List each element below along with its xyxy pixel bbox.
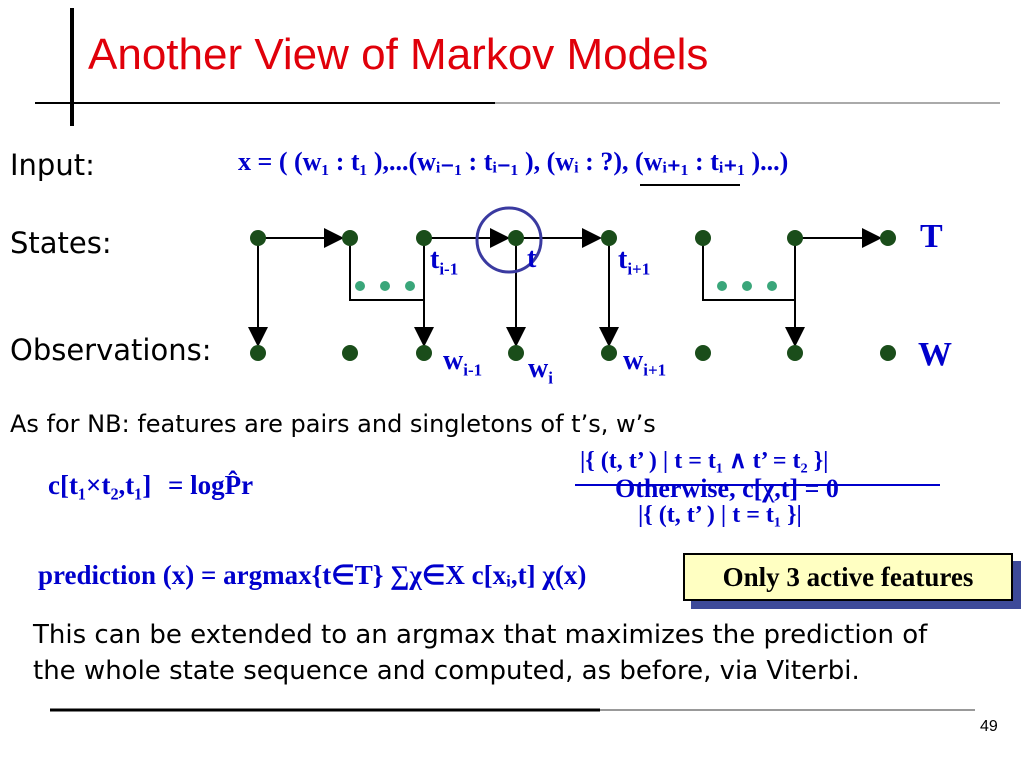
obs-node xyxy=(342,345,358,361)
state-node xyxy=(508,230,524,246)
state-label-t-im1: ti-1 xyxy=(430,244,459,279)
obs-node xyxy=(250,345,266,361)
obs-node xyxy=(601,345,617,361)
observations-label: Observations: xyxy=(10,333,212,367)
active-features-note: Only 3 active features xyxy=(683,553,1013,601)
state-label-t-ip1: ti+1 xyxy=(618,244,651,279)
state-node xyxy=(787,230,803,246)
obs-node xyxy=(880,345,896,361)
ellipsis-dot xyxy=(742,281,752,291)
state-label-T: T xyxy=(920,218,943,255)
current-state-highlight xyxy=(475,206,543,274)
nb-features-text: As for NB: features are pairs and single… xyxy=(10,410,656,438)
conclusion-text: This can be extended to an argmax that m… xyxy=(33,617,927,689)
conclusion-line-2: the whole state sequence and computed, a… xyxy=(33,656,860,686)
feature-rhs: = logP̂r xyxy=(168,470,254,500)
prediction-formula: prediction (x) = argmax{t∈T} ∑χ∈X c[xᵢ,t… xyxy=(38,560,587,590)
page-number: 49 xyxy=(980,718,998,735)
ellipsis-dot xyxy=(405,281,415,291)
obs-node xyxy=(416,345,432,361)
state-label-t: t xyxy=(527,243,537,274)
obs-label-w-im1: wi-1 xyxy=(443,345,483,380)
state-node xyxy=(342,230,358,246)
feature-lhs: c[t₁×t₂,t₁] xyxy=(48,470,152,500)
states-label: States: xyxy=(10,226,112,260)
obs-label-w-ip1: wi+1 xyxy=(623,345,667,380)
ellipsis-dot xyxy=(717,281,727,291)
ellipsis-dot xyxy=(380,281,390,291)
slide-title: Another View of Markov Models xyxy=(88,30,709,79)
state-node xyxy=(416,230,432,246)
state-node xyxy=(880,230,896,246)
input-label: Input: xyxy=(10,148,95,182)
otherwise-clause: Otherwise, c[χ,t] = 0 xyxy=(615,474,839,503)
fraction-denominator: |{ (t, t’ ) | t = t₁ }| xyxy=(638,502,802,528)
obs-label-w-i: wi xyxy=(528,353,553,388)
ellipsis-dot xyxy=(355,281,365,291)
obs-node xyxy=(787,345,803,361)
state-node xyxy=(250,230,266,246)
state-node xyxy=(695,230,711,246)
state-node xyxy=(601,230,617,246)
obs-label-W: W xyxy=(918,336,952,373)
obs-node xyxy=(508,345,524,361)
fraction-numerator: |{ (t, t’ ) | t = t₁ ∧ t’ = t₂ }| xyxy=(580,448,829,474)
conclusion-line-1: This can be extended to an argmax that m… xyxy=(33,620,928,650)
obs-node xyxy=(695,345,711,361)
input-formula: x = ( (w₁ : t₁ ),...(wᵢ₋₁ : tᵢ₋₁ ), (wᵢ … xyxy=(238,147,789,176)
ellipsis-dot xyxy=(767,281,777,291)
